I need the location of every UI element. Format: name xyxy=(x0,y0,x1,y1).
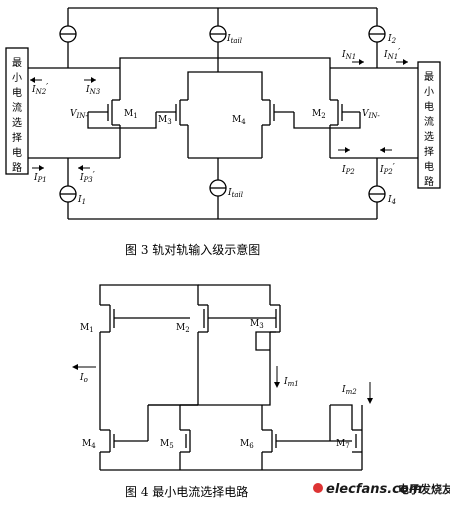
fig4-transistor-m1 xyxy=(99,304,190,360)
svg-text:路: 路 xyxy=(12,161,22,174)
label-m1: M1 xyxy=(124,109,138,120)
current-arrows-fig3 xyxy=(30,59,408,171)
svg-text:电: 电 xyxy=(12,146,22,159)
svg-text:最: 最 xyxy=(424,71,434,83)
figure-4-min-current-select-circuit: M1 M2 M3 Io Im1 Im2 M4 M5 M6 M7 图 4 最小电流… xyxy=(72,284,373,499)
svg-text:小: 小 xyxy=(424,86,434,98)
fig4-label-im1: Im1 xyxy=(283,377,299,388)
right-gate-wire xyxy=(293,112,361,129)
svg-text:电: 电 xyxy=(424,160,434,173)
label-vin-right: VIN- xyxy=(362,109,380,120)
current-source-itail-bottom xyxy=(209,178,227,219)
fig4-label-m1: M1 xyxy=(80,323,94,334)
fig4-label-m7: M7 xyxy=(336,439,350,450)
fig4-transistor-m7 xyxy=(329,404,363,470)
fig4-top-rail-left xyxy=(99,284,199,305)
elecfans-watermark-logo: elecfans.com 电子发烧友 xyxy=(313,482,450,497)
svg-text:流: 流 xyxy=(12,101,22,114)
fig3-labels: Itail I2 IN1 IN1′ IN2′ IN3 M1 M3 M4 M2 V… xyxy=(31,34,400,206)
fig4-label-m3: M3 xyxy=(250,319,264,330)
top-node-wire xyxy=(119,57,331,68)
label-itail-bottom: Itail xyxy=(227,188,243,199)
svg-text:路: 路 xyxy=(424,175,434,188)
fig4-transistor-m3 xyxy=(208,304,281,395)
label-ip2-prime: IP2′ xyxy=(379,163,395,176)
svg-text:电: 电 xyxy=(12,86,22,99)
svg-text:电子发烧友: 电子发烧友 xyxy=(398,482,450,496)
svg-text:择: 择 xyxy=(12,131,22,144)
fig4-label-m2: M2 xyxy=(176,323,190,334)
min-current-select-box-left xyxy=(5,47,29,175)
min-current-select-box-right xyxy=(417,61,441,189)
fig4-label-im2: Im2 xyxy=(341,385,357,396)
svg-text:最: 最 xyxy=(12,57,22,69)
fig4-labels: M1 M2 M3 Io Im1 Im2 M4 M5 M6 M7 xyxy=(79,319,357,450)
fig4-transistor-m4 xyxy=(99,429,148,470)
current-source-itail-top xyxy=(209,8,227,58)
logo-dot-icon xyxy=(313,483,323,493)
svg-text:流: 流 xyxy=(424,115,434,128)
svg-text:选: 选 xyxy=(424,130,434,143)
transistor-m1 xyxy=(88,68,121,158)
current-arrows-fig4 xyxy=(72,364,373,404)
figure-4-caption: 图 4 最小电流选择电路 xyxy=(125,484,248,499)
transistor-m2 xyxy=(329,68,360,158)
fig4-label-m4: M4 xyxy=(82,439,96,450)
label-in3: IN3 xyxy=(85,85,101,96)
transistor-m4 xyxy=(261,80,294,158)
current-source-i2 xyxy=(368,8,386,68)
min-current-select-box-right-text: 最 小 电 流 选 择 电 路 xyxy=(424,71,434,188)
label-m3: M3 xyxy=(158,115,172,126)
label-ip2: IP2 xyxy=(341,165,355,176)
fig4-mid-right xyxy=(148,395,271,406)
label-i4: I4 xyxy=(387,195,396,206)
label-i2: I2 xyxy=(387,34,397,45)
label-in2-prime: IN2′ xyxy=(31,83,48,96)
svg-text:elecfans.com: elecfans.com xyxy=(326,482,422,497)
fig4-transistor-m6 xyxy=(261,405,352,470)
label-in1-prime: IN1′ xyxy=(383,48,400,61)
label-m4: M4 xyxy=(232,115,246,126)
left-gate-wire xyxy=(87,112,157,129)
svg-text:小: 小 xyxy=(12,72,22,84)
label-vin-left: VIN- xyxy=(70,109,88,120)
svg-text:择: 择 xyxy=(424,145,434,158)
min-current-select-box-left-text: 最 小 电 流 选 择 电 路 xyxy=(12,57,22,174)
fig4-transistor-m2 xyxy=(197,304,209,405)
fig4-top-rail-right xyxy=(198,284,271,305)
current-source-top-left xyxy=(59,8,77,68)
svg-text:电: 电 xyxy=(424,100,434,113)
fig4-label-m6: M6 xyxy=(240,439,254,450)
center-top-wire xyxy=(187,71,263,80)
label-i1: I1 xyxy=(77,195,86,206)
current-source-i1 xyxy=(59,158,77,219)
label-in1: IN1 xyxy=(341,50,356,61)
label-ip1: IP1 xyxy=(33,173,47,184)
label-ip3-prime: IP3′ xyxy=(79,171,95,184)
label-m2: M2 xyxy=(312,109,326,120)
fig4-label-m5: M5 xyxy=(160,439,174,450)
figure-3-caption: 图 3 轨对轨输入级示意图 xyxy=(125,242,260,257)
fig4-label-io: Io xyxy=(79,373,88,384)
fig4-transistor-m5 xyxy=(147,405,191,470)
svg-text:选: 选 xyxy=(12,116,22,129)
transistor-m3 xyxy=(156,80,189,158)
figure-3-rail-to-rail-input-stage: 最 小 电 流 选 择 电 路 最 小 电 流 选 择 电 路 xyxy=(5,7,441,257)
label-itail-top: Itail xyxy=(226,34,242,45)
current-source-i4 xyxy=(368,158,386,219)
